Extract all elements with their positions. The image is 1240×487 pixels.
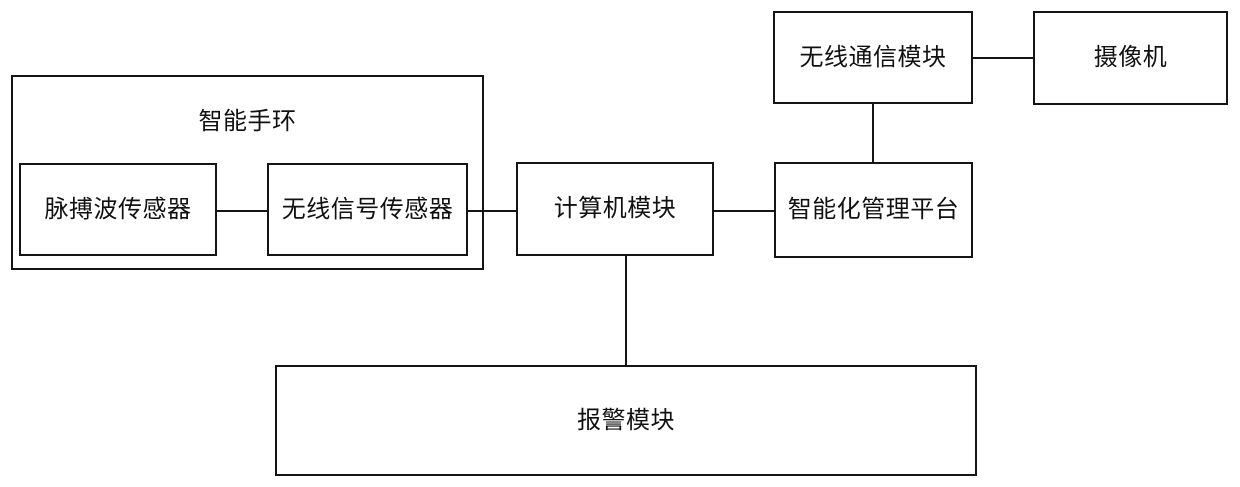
connector-computer-to-alarm [625, 255, 627, 366]
node-camera[interactable]: 摄像机 [1033, 11, 1228, 105]
node-wireless-signal-sensor-label: 无线信号传感器 [281, 195, 454, 223]
node-wireless-signal-sensor[interactable]: 无线信号传感器 [267, 163, 468, 256]
connector-pulse-to-wireless-sensor [217, 210, 267, 212]
node-alarm-module-label: 报警模块 [577, 406, 675, 434]
node-management-platform[interactable]: 智能化管理平台 [774, 162, 973, 258]
connector-computer-to-platform [714, 210, 774, 212]
connector-wireless-comm-to-camera [973, 57, 1033, 59]
node-wireless-comm-module[interactable]: 无线通信模块 [773, 11, 973, 104]
connector-platform-to-wireless-comm [872, 103, 874, 163]
connector-wireless-sensor-to-computer [468, 210, 516, 212]
node-wireless-comm-module-label: 无线通信模块 [799, 43, 947, 71]
node-pulse-wave-sensor-label: 脉搏波传感器 [44, 195, 192, 223]
node-computer-module-label: 计算机模块 [553, 195, 677, 222]
node-pulse-wave-sensor[interactable]: 脉搏波传感器 [19, 163, 217, 256]
node-computer-module[interactable]: 计算机模块 [516, 162, 714, 256]
node-management-platform-label: 智能化管理平台 [787, 196, 960, 223]
node-camera-label: 摄像机 [1093, 44, 1168, 71]
node-alarm-module[interactable]: 报警模块 [275, 365, 977, 476]
node-smart-bracelet-label: 智能手环 [198, 108, 297, 135]
